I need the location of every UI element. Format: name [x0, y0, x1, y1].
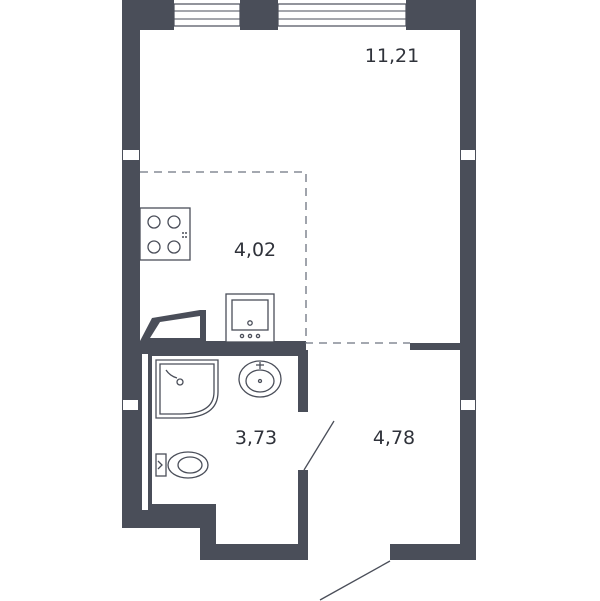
wall-left	[122, 0, 140, 527]
area-label-living: 11,21	[365, 45, 419, 67]
interior-walls	[138, 310, 462, 550]
wall-joint-right	[461, 150, 475, 160]
bathroom-door-leaf	[303, 420, 335, 471]
wall-joint-left	[123, 150, 139, 160]
wall-bathroom-right	[298, 470, 308, 550]
wall-bathroom-inner-bottom	[148, 504, 216, 512]
washbasin	[238, 360, 282, 398]
wall-bottom-middle	[200, 544, 308, 560]
kitchen-sink	[225, 293, 275, 343]
wall-right	[460, 0, 476, 560]
area-label-kitchen: 4,02	[234, 239, 276, 261]
shower	[155, 359, 219, 419]
window-right	[277, 3, 407, 27]
windows	[173, 3, 407, 27]
wall-top-right	[406, 0, 462, 30]
area-label-bathroom: 3,73	[235, 427, 277, 449]
toilet	[155, 451, 209, 479]
wall-bathroom-left-gap	[142, 354, 148, 510]
wall-joint-left-lower	[123, 400, 139, 410]
wall-bathroom-inner-top	[148, 350, 304, 356]
wall-joint-right-lower	[461, 400, 475, 410]
niche-inner	[150, 316, 200, 338]
wall-bathroom-top	[138, 341, 306, 350]
wall-bathroom-right-upper	[298, 350, 308, 412]
doors	[303, 420, 391, 601]
wall-bottom-right	[390, 544, 476, 560]
window-left	[173, 3, 241, 27]
wall-top-middle	[240, 0, 278, 30]
area-label-hallway: 4,78	[373, 427, 415, 449]
stove	[139, 207, 191, 261]
wall-hallway-right	[410, 343, 462, 350]
entrance-door-leaf	[319, 560, 391, 601]
exterior-walls	[122, 0, 476, 560]
